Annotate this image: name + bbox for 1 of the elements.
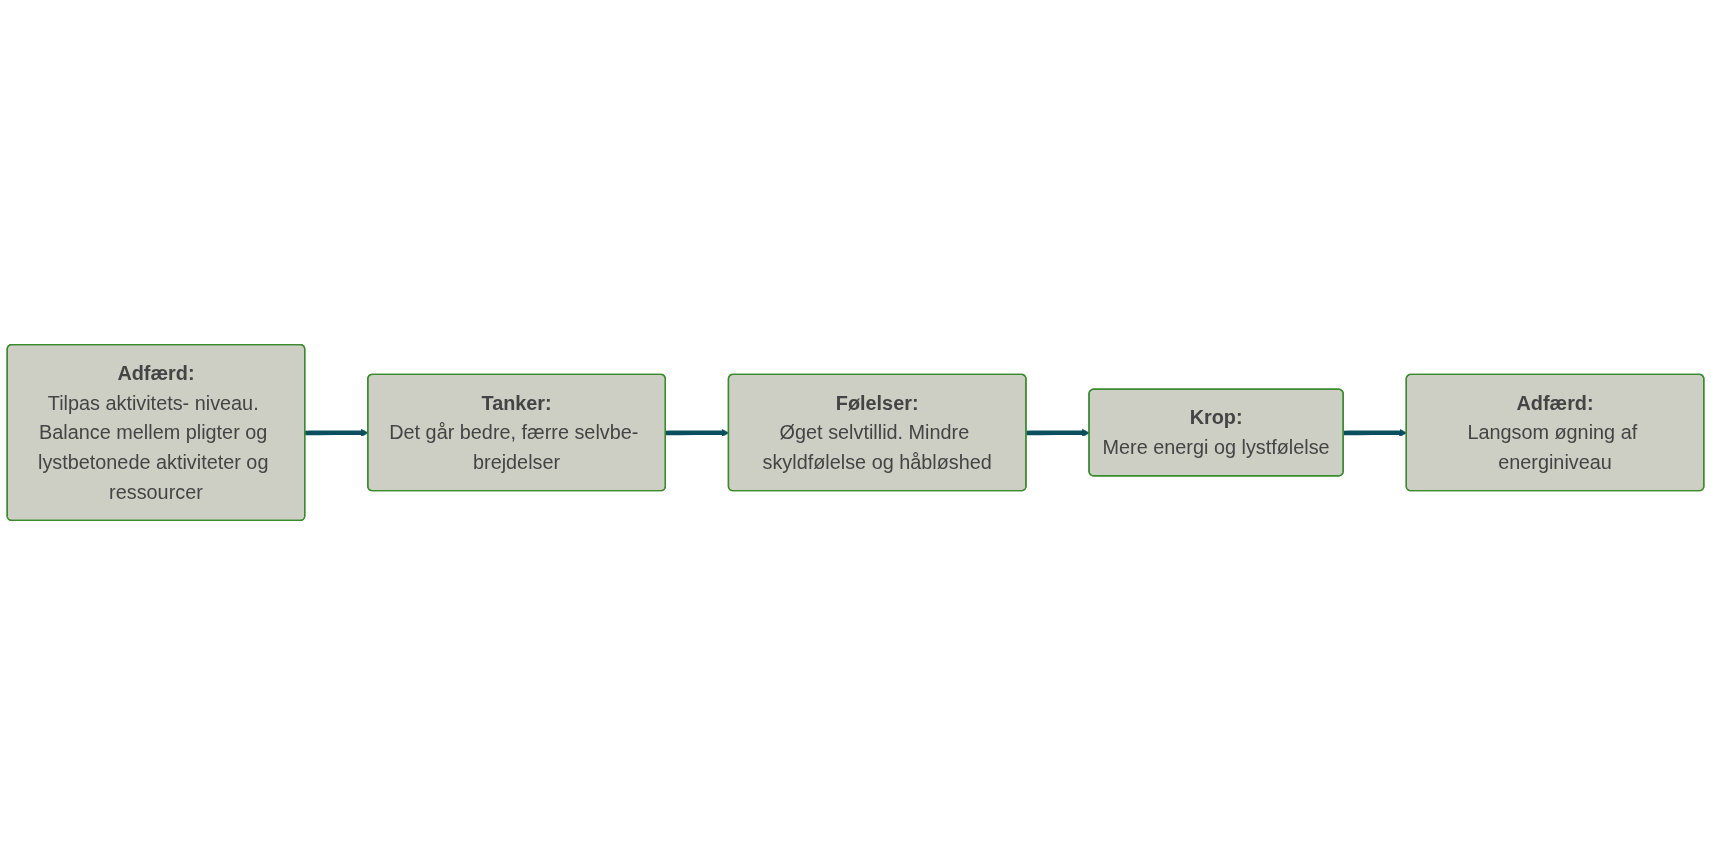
arrow <box>1026 428 1090 437</box>
